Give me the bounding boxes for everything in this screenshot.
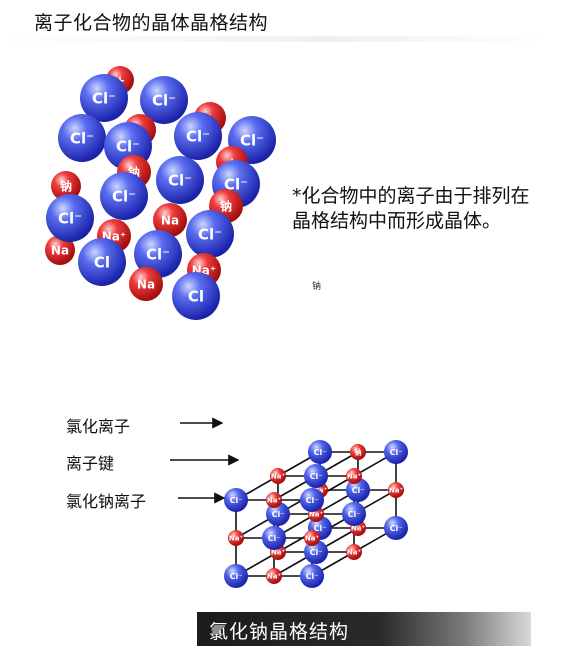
ion-label: Cl⁻ (112, 187, 136, 205)
chloride-ion: Cl⁻ (174, 112, 222, 160)
page-title: 离子化合物的晶体晶格结构 (34, 12, 269, 34)
ion-label: 钠 (355, 448, 362, 457)
ion-label: Na⁺ (347, 549, 362, 557)
ion-label: Na⁺ (313, 487, 328, 495)
cube-ions: Cl⁻Na⁺Cl⁻Na⁺Cl⁻钠Cl⁻Na⁺Cl⁻Na⁺Cl⁻Na⁺Cl⁻Na⁺… (224, 440, 408, 588)
sodium-ion: Na⁺ (228, 530, 244, 546)
ion-label: Na⁺ (267, 573, 282, 581)
caption-text: 氯化钠晶格结构 (209, 621, 350, 643)
chloride-ion: Cl (172, 272, 220, 320)
sodium-ion: Na⁺ (266, 492, 282, 508)
ion-label: Na (161, 213, 179, 227)
ion-label: Cl⁻ (70, 129, 94, 147)
ion-label: Na⁺ (309, 511, 324, 519)
ion-label: 钠 (220, 198, 232, 213)
ion-label: Na (51, 243, 69, 257)
ion-label: Cl⁻ (268, 534, 281, 543)
sodium-ion: 钠 (51, 171, 81, 201)
ion-label: 钠 (60, 178, 72, 193)
ion-label: Cl (188, 287, 204, 305)
chloride-ion: Cl⁻ (384, 440, 408, 464)
ion-label: Cl⁻ (272, 510, 285, 519)
ion-label: Cl⁻ (314, 524, 327, 533)
ion-label: Cl⁻ (58, 209, 82, 227)
chloride-ion: Cl⁻ (100, 172, 148, 220)
chloride-ion: Cl⁻ (58, 114, 106, 162)
ion-label: Na⁺ (389, 487, 404, 495)
ion-label: Na⁺ (229, 535, 244, 543)
ion-label: Cl⁻ (240, 131, 264, 149)
ion-label: Cl⁻ (310, 548, 323, 557)
ion-label: Na⁺ (305, 535, 320, 543)
chloride-ion: Cl⁻ (80, 74, 128, 122)
ion-label: Cl⁻ (348, 510, 361, 519)
chloride-ion: Cl⁻ (134, 230, 182, 278)
chloride-ion: Cl⁻ (346, 478, 370, 502)
ion-label: Cl⁻ (198, 225, 222, 243)
sodium-ion: Na⁺ (388, 482, 404, 498)
chloride-ion: Cl⁻ (300, 564, 324, 588)
chloride-ion: Cl⁻ (186, 210, 234, 258)
sodium-ion: Na⁺ (346, 544, 362, 560)
ion-label: Cl⁻ (186, 127, 210, 145)
ionic-lattice-illustration: +Cl⁻Cl⁻+Cl⁻+Cl⁻Cl⁻Cl⁻+钠钠Cl⁻Cl⁻钠Cl⁻NaNa⁺N… (45, 66, 276, 320)
lattice-note: *化合物中的离子由于排列在晶格结构中而形成晶体。 (292, 185, 530, 232)
note-small-label: 钠 (312, 282, 322, 292)
ion-label: Na (137, 277, 155, 291)
chloride-ion: Cl (78, 238, 126, 286)
chloride-ion: Cl⁻ (262, 526, 286, 550)
ion-label: Cl⁻ (310, 472, 323, 481)
sodium-ion: Na (153, 203, 187, 237)
ion-label: Na⁺ (271, 473, 286, 481)
sodium-ion: Na (45, 235, 75, 265)
ion-label: Cl⁻ (92, 89, 116, 107)
chloride-ion: Cl⁻ (224, 564, 248, 588)
chloride-ion: Cl⁻ (384, 516, 408, 540)
label-chloride-ion: 氯化离子 (66, 417, 131, 436)
ion-label: Cl⁻ (306, 496, 319, 505)
sodium-ion: Na⁺ (270, 468, 286, 484)
ion-label: Cl⁻ (146, 245, 170, 263)
ion-label: Cl⁻ (390, 524, 403, 533)
chloride-ion: Cl⁻ (304, 540, 328, 564)
ion-label: Cl⁻ (390, 448, 403, 457)
chloride-ion: Cl⁻ (266, 502, 290, 526)
ion-label: Na⁺ (351, 525, 366, 533)
ion-label: Cl⁻ (224, 175, 248, 193)
ion-label: Na⁺ (267, 497, 282, 505)
ion-label: Cl⁻ (116, 137, 140, 155)
ion-label: Cl (94, 253, 110, 271)
sodium-ion: Na⁺ (304, 530, 320, 546)
sodium-ion: 钠 (350, 444, 366, 460)
title-divider (0, 36, 548, 42)
chloride-ion: Cl⁻ (156, 156, 204, 204)
chloride-ion: Cl⁻ (304, 464, 328, 488)
ion-label: Cl⁻ (230, 496, 243, 505)
sodium-ion: Na⁺ (346, 468, 362, 484)
chloride-ion: Cl⁻ (46, 194, 94, 242)
ion-label: Cl⁻ (352, 486, 365, 495)
ion-label: Cl⁻ (168, 171, 192, 189)
ion-label: Na⁺ (271, 549, 286, 557)
diagram-caption: 氯化钠晶格结构 (197, 612, 531, 646)
label-sodium-chloride-ion: 氯化钠离子 (66, 492, 147, 511)
ion-label: Cl⁻ (230, 572, 243, 581)
sodium-ion: Na (129, 267, 163, 301)
ion-label: Cl⁻ (306, 572, 319, 581)
chloride-ion: Cl⁻ (224, 488, 248, 512)
chloride-ion: Cl⁻ (300, 488, 324, 512)
chloride-ion: Cl⁻ (342, 502, 366, 526)
sodium-ion: Na⁺ (266, 568, 282, 584)
ion-label: Cl⁻ (152, 91, 176, 109)
chloride-ion: Cl⁻ (140, 76, 188, 124)
ion-label: Na⁺ (347, 473, 362, 481)
chloride-ion: Cl⁻ (308, 440, 332, 464)
nacl-cube-diagram: Cl⁻Na⁺Cl⁻Na⁺Cl⁻钠Cl⁻Na⁺Cl⁻Na⁺Cl⁻Na⁺Cl⁻Na⁺… (170, 417, 408, 588)
ion-label: Cl⁻ (314, 448, 327, 457)
label-ionic-bond: 离子键 (66, 454, 115, 473)
